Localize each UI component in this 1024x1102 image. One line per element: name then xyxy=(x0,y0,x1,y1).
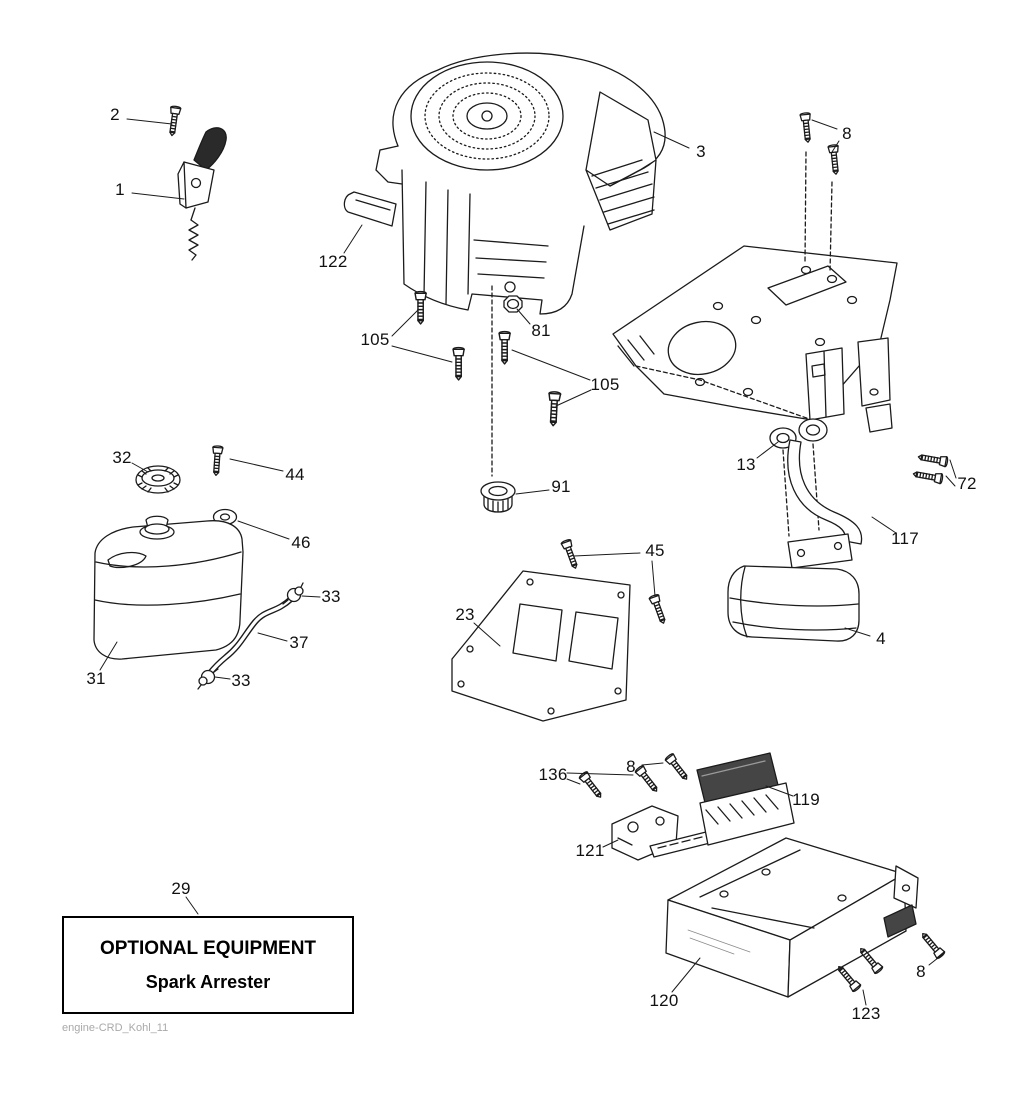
leader-line xyxy=(391,309,419,337)
heat-shield-23 xyxy=(451,570,631,722)
flange-nut-81 xyxy=(503,295,523,313)
optional-equipment-title: OPTIONAL EQUIPMENT xyxy=(99,937,317,959)
leader-line xyxy=(756,441,779,459)
leader-line xyxy=(257,632,288,642)
engine-drawing xyxy=(343,52,666,315)
leader-line xyxy=(949,459,957,479)
fuel-cap-32 xyxy=(135,465,181,494)
leader-line xyxy=(651,560,656,597)
engine-mounting-hardware xyxy=(414,285,562,513)
leader-line xyxy=(573,552,641,557)
leader-line xyxy=(185,896,199,915)
leader-line xyxy=(566,778,581,785)
leader-line xyxy=(871,516,897,534)
leader-line xyxy=(126,118,173,125)
leader-line xyxy=(131,462,149,473)
exhaust-pipe-117 xyxy=(787,439,863,545)
exhaust-drawing xyxy=(727,418,949,642)
leader-line xyxy=(473,622,501,647)
control-lever-handle xyxy=(193,127,227,171)
heat-shield-drawing xyxy=(451,538,669,722)
leader-line xyxy=(566,772,634,776)
leader-line xyxy=(214,676,231,680)
cap-91 xyxy=(480,481,516,513)
leader-line xyxy=(844,627,871,637)
leader-line xyxy=(343,224,363,254)
leader-line xyxy=(391,345,453,363)
leader-line xyxy=(928,953,944,966)
leader-line xyxy=(511,349,591,381)
clamp-33-upper xyxy=(282,582,304,605)
leader-line xyxy=(602,839,619,848)
leader-line xyxy=(653,131,690,149)
cylinder-fins xyxy=(591,159,655,225)
leader-line xyxy=(862,989,867,1006)
leader-line xyxy=(516,308,531,325)
watermark: engine-CRD_Kohl_11 xyxy=(62,1022,169,1034)
muffler-4 xyxy=(727,565,860,642)
leader-line xyxy=(831,140,840,153)
leader-line xyxy=(641,762,664,766)
throttle-control-drawing xyxy=(166,105,227,261)
leader-line xyxy=(671,957,701,993)
fuel-system-drawing xyxy=(93,445,304,690)
leader-line xyxy=(765,785,794,797)
leader-line xyxy=(301,595,321,598)
engraving-hint xyxy=(687,929,751,955)
leader-line xyxy=(555,389,592,407)
optional-equipment-subtitle: Spark Arrester xyxy=(145,971,271,992)
lower-bracket-assembly xyxy=(577,752,947,998)
control-spring xyxy=(188,219,199,261)
leader-line xyxy=(811,119,838,130)
leader-line xyxy=(515,489,550,495)
leader-line xyxy=(99,641,118,671)
leader-line xyxy=(229,458,284,472)
leader-line xyxy=(237,520,290,540)
optional-equipment-box: OPTIONAL EQUIPMENT Spark Arrester xyxy=(62,916,354,1014)
mounting-bolts-8-top xyxy=(799,111,842,273)
clamp-33-lower xyxy=(197,668,219,690)
chassis-frame-drawing xyxy=(612,245,898,433)
fuel-tank-31 xyxy=(93,520,244,660)
leader-line xyxy=(945,475,956,487)
leader-line xyxy=(131,192,185,200)
